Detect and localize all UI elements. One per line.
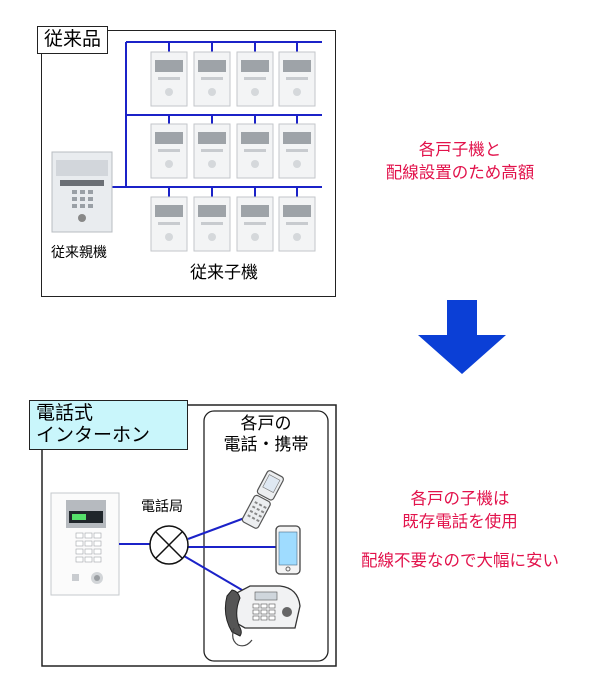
wiring-bottom bbox=[119, 515, 276, 591]
handset-unit bbox=[278, 51, 316, 107]
intercom-device-image bbox=[50, 492, 120, 596]
handset-unit bbox=[236, 51, 274, 107]
intercom-title-line: 電話式 bbox=[36, 402, 94, 424]
intercom-title-line: インターホン bbox=[36, 423, 151, 446]
note-line: 既存電話を使用 bbox=[402, 512, 518, 532]
wiring-top bbox=[112, 41, 322, 197]
note-line: 各戸子機と bbox=[418, 140, 502, 159]
conventional-note: 各戸子機と 配線設置のため高額 bbox=[360, 138, 560, 184]
handset-unit bbox=[150, 51, 188, 107]
phone-group-title: 各戸の 電話・携帯 bbox=[204, 414, 328, 457]
phone-group-title-line: 各戸の bbox=[240, 414, 292, 434]
handset-unit bbox=[150, 123, 188, 179]
desk-phone-icon bbox=[224, 585, 301, 647]
master-unit-image bbox=[51, 151, 113, 233]
phone-group-title-line: 電話・携帯 bbox=[223, 435, 309, 456]
handset-unit bbox=[150, 196, 188, 252]
intercom-panel bbox=[41, 404, 337, 667]
master-unit-label: 従来親機 bbox=[51, 245, 107, 261]
smartphone-icon bbox=[275, 525, 301, 575]
handsets-label: 従来子機 bbox=[190, 263, 258, 283]
exchange-label: 電話局 bbox=[141, 499, 183, 515]
handset-unit bbox=[193, 123, 231, 179]
cross-circle-icon bbox=[149, 525, 189, 565]
note-line: 各戸の子機は bbox=[410, 489, 510, 508]
conventional-title: 従来品 bbox=[37, 26, 109, 54]
handset-unit bbox=[236, 123, 274, 179]
handset-unit bbox=[278, 196, 316, 252]
handset-unit bbox=[193, 51, 231, 107]
handset-unit bbox=[236, 196, 274, 252]
handset-unit bbox=[193, 196, 231, 252]
handset-unit bbox=[278, 123, 316, 179]
note-line: 配線不要なので大幅に安い bbox=[361, 551, 559, 571]
intercom-note: 各戸の子機は 既存電話を使用 配線不要なので大幅に安い bbox=[350, 487, 570, 572]
flip-phone-icon bbox=[241, 470, 284, 529]
intercom-title: 電話式 インターホン bbox=[29, 400, 188, 450]
note-line bbox=[350, 533, 570, 549]
note-line: 配線設置のため高額 bbox=[385, 163, 535, 183]
down-arrow-icon bbox=[418, 300, 506, 374]
